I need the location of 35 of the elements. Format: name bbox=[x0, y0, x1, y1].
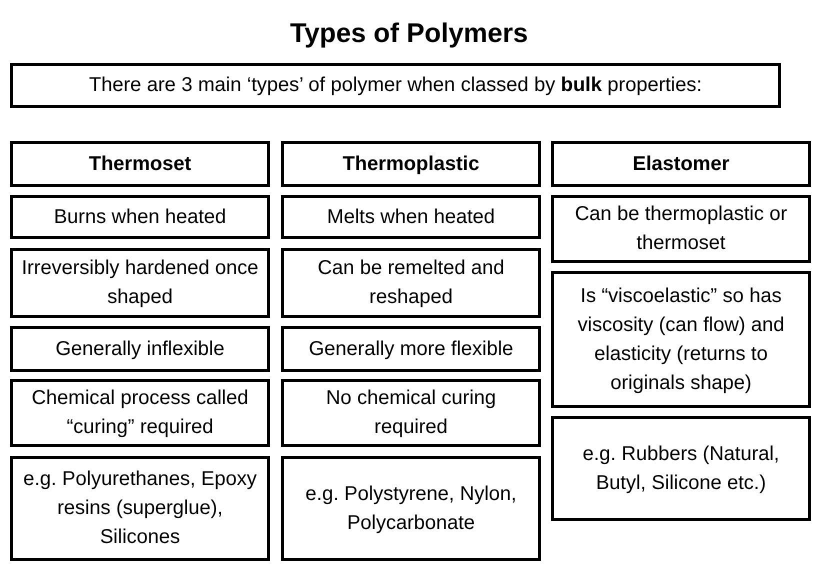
box-text: Is “viscoelastic” so has viscosity (can flow) and elasticity (returns to originals shape) bbox=[576, 284, 786, 396]
box-text: e.g. Rubbers (Natural, Butyl, Silicone etc.) bbox=[582, 442, 780, 496]
property-box bbox=[281, 326, 541, 372]
property-box bbox=[551, 271, 811, 408]
header-box bbox=[551, 141, 811, 187]
property-box bbox=[551, 416, 811, 521]
property-box bbox=[10, 195, 270, 239]
header-box bbox=[10, 141, 270, 187]
box-text: e.g. Polystyrene, Nylon, Polycarbonate bbox=[304, 482, 518, 536]
box-text: e.g. Polyurethanes, Epoxy resins (superglue), Silicones bbox=[22, 467, 258, 550]
box-text: Irreversibly hardened once shaped bbox=[20, 256, 260, 310]
column-heading: Thermoplastic bbox=[342, 152, 480, 176]
box-text: Chemical process called “curing” required bbox=[30, 386, 250, 440]
intro-box bbox=[10, 63, 781, 108]
box-text: No chemical curing required bbox=[324, 386, 498, 440]
box-text: Generally inflexible bbox=[54, 336, 226, 362]
property-box bbox=[10, 248, 270, 318]
property-box bbox=[281, 456, 541, 561]
box-text: Burns when heated bbox=[52, 204, 228, 230]
box-text: Can be thermoplastic or thermoset bbox=[574, 202, 788, 256]
property-box bbox=[10, 326, 270, 372]
box-text: There are 3 main ‘types’ of polymer when classed by bulk properties: bbox=[88, 73, 703, 98]
box-text: Melts when heated bbox=[326, 204, 496, 230]
property-box bbox=[281, 379, 541, 447]
box-text: Generally more flexible bbox=[308, 336, 514, 362]
property-box bbox=[281, 195, 541, 239]
property-box bbox=[551, 195, 811, 263]
header-box bbox=[281, 141, 541, 187]
title: Types of Polymers bbox=[288, 18, 530, 49]
box-text: Can be remelted and reshaped bbox=[316, 256, 506, 310]
property-box bbox=[10, 456, 270, 561]
property-box bbox=[281, 248, 541, 318]
property-box bbox=[10, 379, 270, 447]
column-heading: Elastomer bbox=[632, 152, 730, 176]
column-heading: Thermoset bbox=[88, 152, 192, 176]
